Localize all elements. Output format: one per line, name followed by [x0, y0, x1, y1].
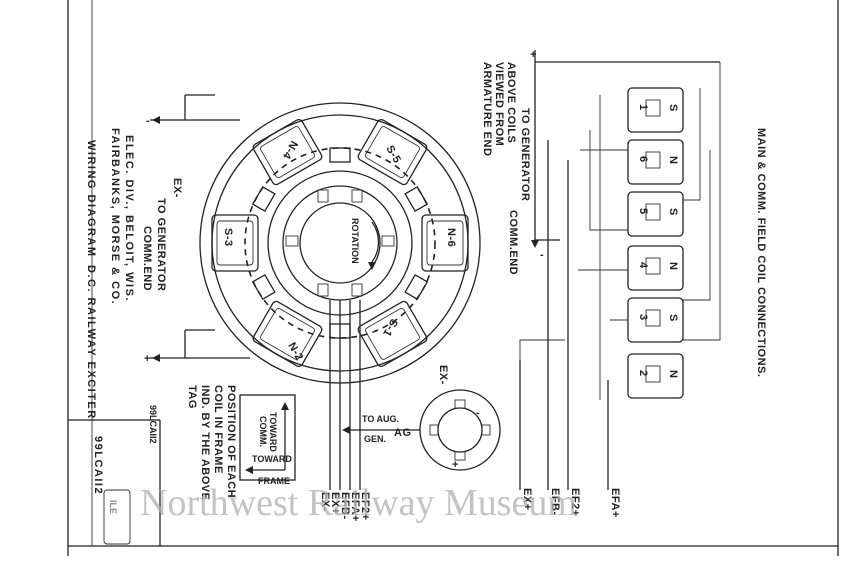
- comm-end-left: COMM.END: [141, 226, 153, 291]
- field-coil-stack: S 1 N 6 S 5 N 4 S 3: [519, 62, 721, 400]
- coil-box: N 4: [627, 245, 684, 291]
- right-header: + - ABOVE COILS VIEWED FROM ARMATURE END…: [481, 49, 767, 377]
- right-plus: +: [530, 49, 537, 61]
- coil-pole: S: [667, 314, 679, 322]
- aux-ex-minus: EX-: [437, 365, 449, 385]
- terminal-ef2-plus-left: EF2+: [359, 492, 371, 521]
- title-block: FAIRBANKS, MORSE & CO. ELEC. DIV., BELOI…: [68, 128, 161, 546]
- toward-frame-2: FRAME: [258, 476, 290, 486]
- watermark: Northwest Railway Museum: [140, 482, 577, 524]
- commutator: [299, 202, 381, 284]
- position-note-1: POSITION OF EACH: [225, 385, 237, 498]
- terminal-ex-minus-left: EX-: [319, 492, 331, 512]
- coil-pole: N: [667, 156, 679, 164]
- terminal-efa-plus-right: EFA+: [609, 488, 621, 518]
- to-generator-right: TO GENERATOR: [519, 108, 531, 201]
- title-wiring-diagram: WIRING DIAGRAM: [85, 140, 97, 258]
- terminal-efb-minus-right: EFB-: [549, 488, 561, 516]
- coil-box: S 3: [627, 297, 684, 343]
- to-generator-left: TO GENERATOR: [155, 198, 167, 291]
- drawing-number: 99LCAII2: [92, 436, 104, 495]
- coil-number: 1: [637, 104, 649, 111]
- above-coils-1: ABOVE COILS: [505, 62, 517, 143]
- drawing-number-small: 99LCAII2: [148, 405, 158, 444]
- coil-pole: N: [667, 262, 679, 270]
- pole-label-s1: S-1: [380, 317, 400, 339]
- aux-plus: +: [452, 459, 459, 471]
- left-terminals: - + EX- TO GENERATOR COMM.END: [141, 94, 250, 365]
- coil-number: 2: [637, 370, 649, 377]
- coil-box: N 6: [627, 139, 684, 185]
- coil-box: N 2: [627, 353, 684, 399]
- coil-pole: N: [667, 370, 679, 378]
- terminal-ef2-plus-right: EF2+: [569, 488, 581, 517]
- rotation-arrow: [371, 221, 380, 263]
- coil-number: 4: [637, 262, 649, 269]
- bottom-terminal-leads: EFA+ EFB- EF2+ EX+ EX- EFB- EF2+ EX+ EFA…: [319, 140, 621, 522]
- left-minus: -: [146, 115, 150, 127]
- terminal-ex-plus-right: EX+: [521, 488, 533, 511]
- coil-pole: S: [667, 104, 679, 112]
- coil-box: S 5: [627, 191, 684, 237]
- comm-end-right: COMM.END: [507, 210, 519, 275]
- coil-pole: S: [667, 208, 679, 216]
- title-company-line1: FAIRBANKS, MORSE & CO.: [109, 128, 121, 305]
- main-title: MAIN & COMM. FIELD COIL CONNECTIONS.: [755, 128, 767, 377]
- rotation-label: ROTATION: [350, 218, 360, 264]
- approval-stamp: [103, 489, 131, 545]
- position-note-4: TAG: [186, 385, 198, 409]
- aux-generator: TO AUG. GEN. AG EX- + -: [342, 365, 501, 471]
- to-aug-1: TO AUG.: [362, 414, 399, 424]
- left-plus: +: [144, 353, 151, 365]
- toward-comm-2: COMM.: [258, 416, 268, 447]
- coil-number: 6: [637, 156, 649, 163]
- above-coils-2: VIEWED FROM: [493, 62, 505, 146]
- position-note-2: COIL IN FRAME: [212, 385, 224, 474]
- coil-box: S 1: [627, 87, 684, 133]
- above-coils-3: ARMATURE END: [481, 62, 493, 156]
- pole-label-n6: N-6: [445, 228, 457, 247]
- sheet-border: [67, 0, 839, 556]
- position-note-3: IND. BY THE ABOVE: [199, 385, 211, 500]
- terminal-efa-plus-left: EFA+: [349, 492, 361, 522]
- pole-label-s5: S-5: [383, 144, 403, 166]
- ag-label: AG: [394, 427, 412, 439]
- terminal-efb-minus-left: EFB-: [339, 492, 351, 520]
- coil-orientation-legend: TOWARD COMM. TOWARD FRAME POSITION OF EA…: [186, 385, 296, 500]
- left-ex-minus: EX-: [171, 178, 183, 198]
- pole-label-n4: N-4: [280, 139, 300, 162]
- aux-minus: -: [476, 407, 480, 419]
- stamp-text: ILE: [108, 500, 118, 514]
- coil-number: 5: [637, 208, 649, 215]
- title-company-line2: ELEC. DIV., BELOIT, WIS.: [123, 135, 135, 302]
- right-minus: -: [540, 249, 544, 261]
- terminal-ex-plus-left: EX+: [329, 492, 341, 515]
- toward-frame-1: TOWARD: [252, 454, 292, 464]
- title-railway-exciter: D.C. RAILWAY EXCITER: [85, 265, 97, 420]
- coil-number: 3: [637, 314, 649, 321]
- to-aug-2: GEN.: [364, 434, 386, 444]
- pole-label-s3: S-3: [222, 228, 234, 247]
- toward-comm-1: TOWARD: [268, 412, 278, 452]
